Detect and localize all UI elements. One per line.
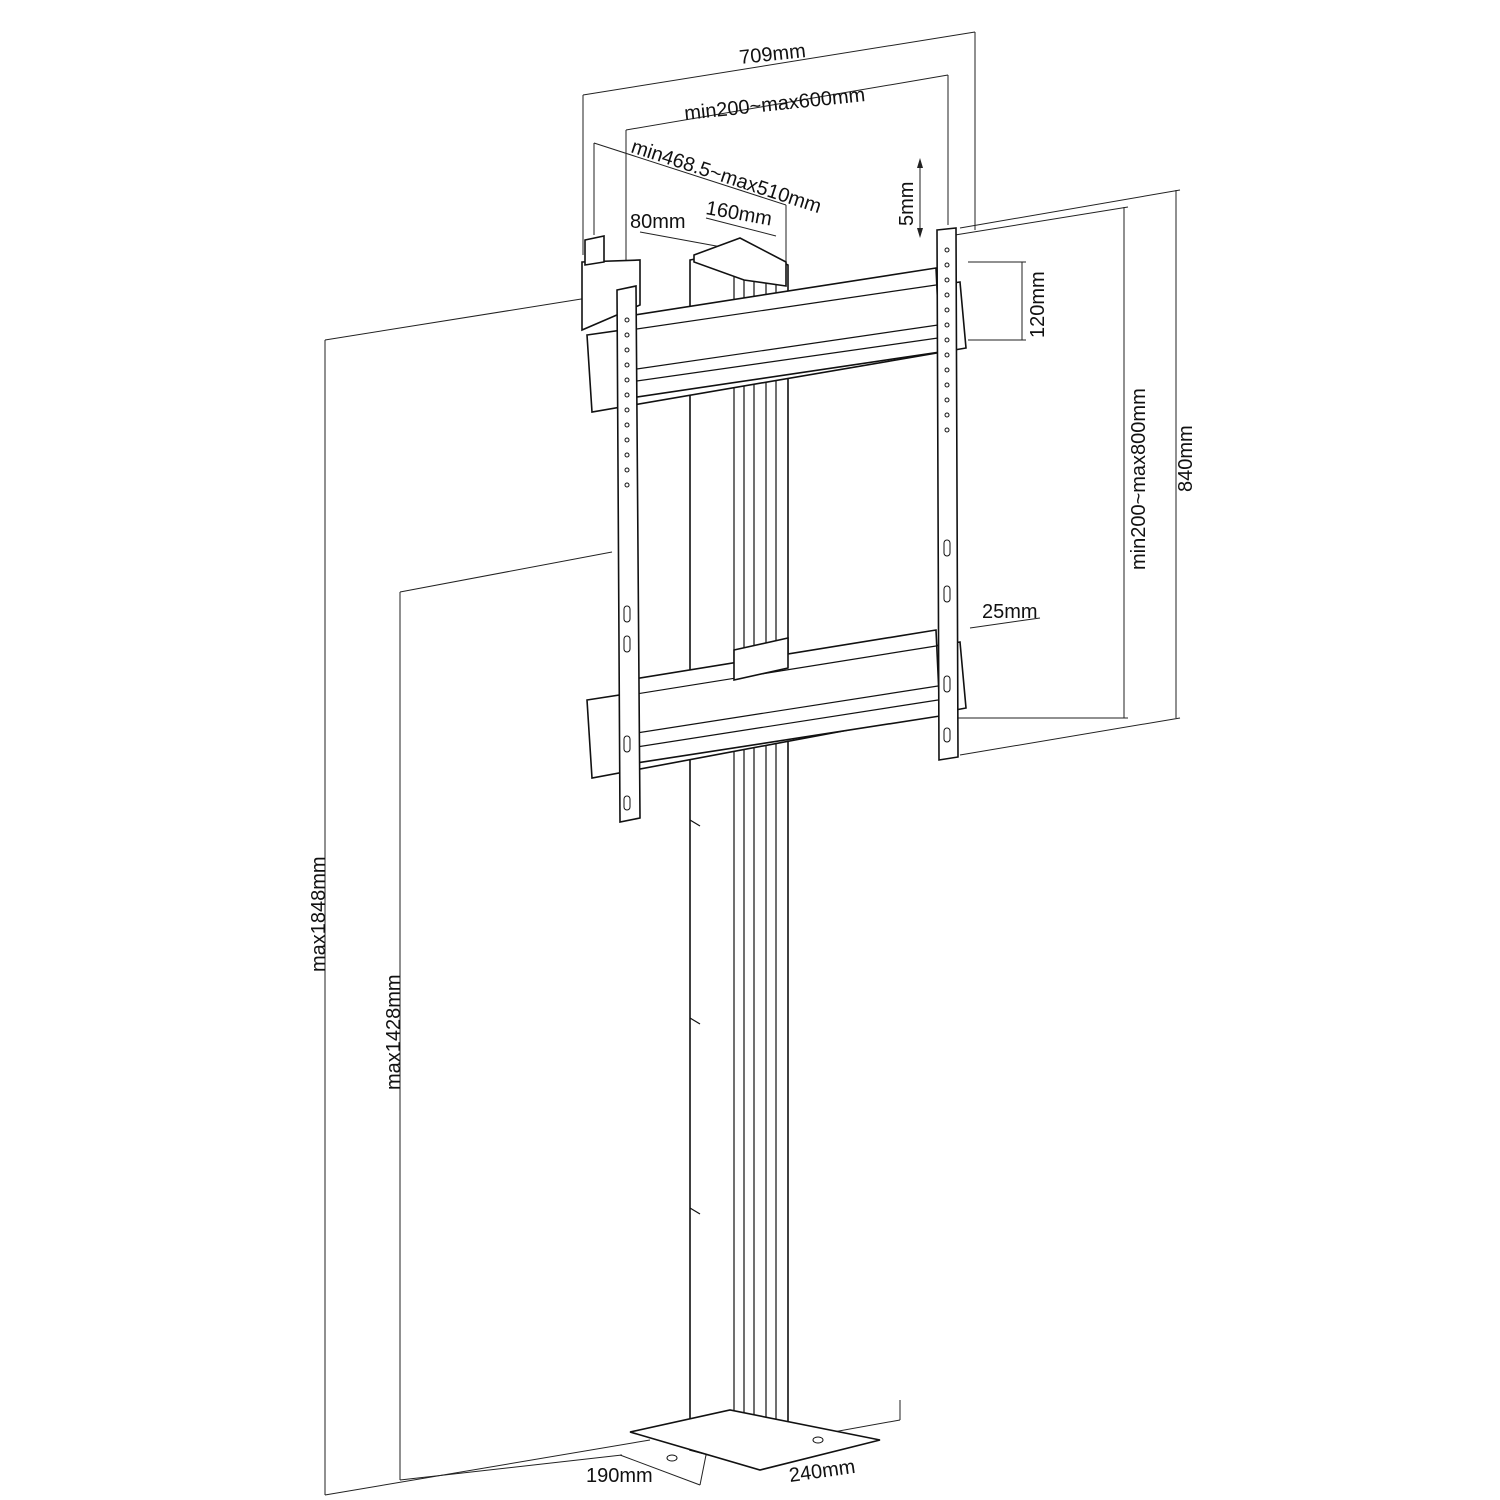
label-rail-height: 120mm <box>1027 271 1049 338</box>
label-gap-25: 25mm <box>982 601 1038 623</box>
label-overall-width: 709mm <box>738 40 807 69</box>
label-max-height-center: max1428mm <box>383 974 405 1090</box>
label-depth-160: 160mm <box>704 197 774 230</box>
lower-rail <box>586 629 967 779</box>
left-vesa-strip <box>616 285 641 823</box>
label-overall-height: 840mm <box>1175 425 1197 492</box>
label-vesa-horizontal: min200~max600mm <box>683 84 866 125</box>
right-vesa-strip <box>936 227 959 761</box>
support-column <box>689 237 789 1469</box>
label-vesa-vertical: min200~max800mm <box>1128 388 1150 570</box>
label-base-depth: 190mm <box>586 1465 653 1487</box>
label-offset-5: 5mm <box>896 182 918 226</box>
base-plate <box>629 1409 881 1471</box>
upper-rail <box>581 235 967 413</box>
dimension-lines <box>324 31 1181 1496</box>
label-depth-80: 80mm <box>630 211 686 233</box>
label-max-height-total: max1848mm <box>308 856 330 972</box>
